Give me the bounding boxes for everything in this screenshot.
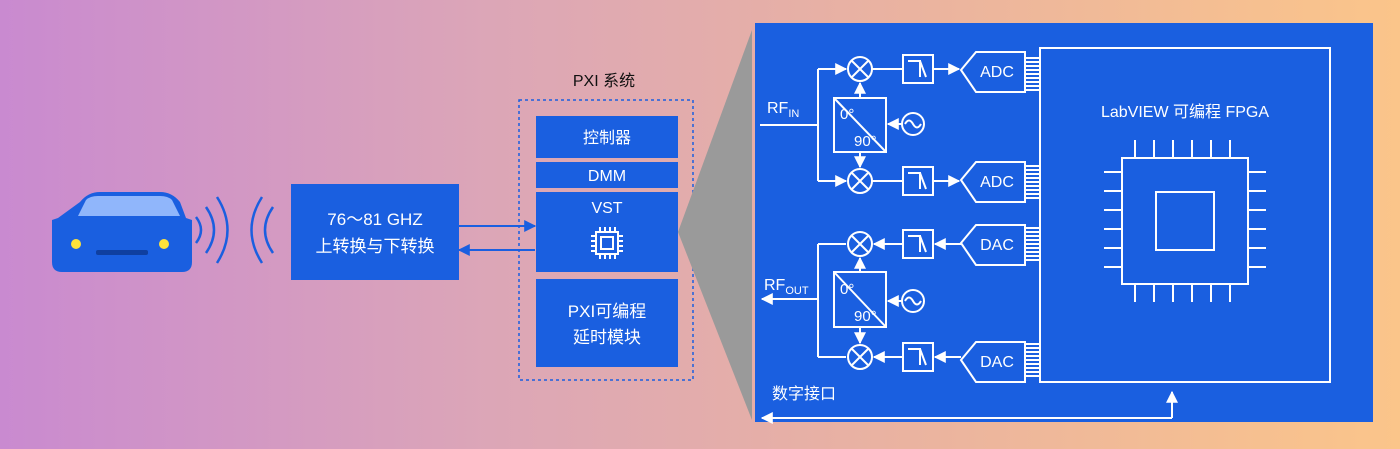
mixer-icon [847, 344, 873, 370]
pxi-controller-label: 控制器 [583, 129, 631, 147]
pxi-dmm [536, 162, 678, 188]
dac-top-label: DAC [980, 237, 1014, 254]
radio-waves-icon [194, 196, 275, 264]
vst-detail-panel [755, 23, 1373, 422]
adc-top: ADC [959, 51, 1026, 93]
pxi-delay-line2: 延时模块 [573, 328, 641, 347]
converter-line2: 上转换与下转换 [316, 237, 435, 256]
mixer-icon [847, 231, 873, 257]
oscillator-icon [901, 112, 925, 136]
converter-line1: 76～81 GHZ [327, 210, 422, 229]
pxi-controller [536, 116, 678, 158]
dac-top: DAC [959, 224, 1026, 266]
signal-lines [760, 63, 1178, 424]
car-icon [52, 192, 192, 272]
fpga-box [1039, 47, 1331, 383]
pxi-dmm-label: DMM [588, 168, 626, 185]
dac-bottom-label: DAC [980, 354, 1014, 371]
adc-top-label: ADC [980, 64, 1014, 81]
pxi-delay-line1: PXI可编程 [568, 302, 646, 321]
adc-bottom: ADC [959, 161, 1026, 203]
phase-0-top: 0° [840, 106, 854, 123]
phase-90-bottom: 90° [854, 308, 877, 325]
phase-0-bottom: 0° [840, 281, 854, 298]
rf-out-label: RFOUT [764, 277, 809, 297]
fpga-title: LabVIEW 可编程 FPGA [1101, 103, 1269, 121]
phase-splitter-icon: 0° 90° [833, 271, 887, 328]
oscillator-icon [901, 289, 925, 313]
rf-in-label: RFIN [767, 100, 799, 120]
phase-splitter-icon: 0° 90° [833, 97, 887, 153]
dac-bottom: DAC [959, 341, 1026, 383]
zoom-cone [678, 30, 752, 420]
fpga-io-ticks [1025, 57, 1040, 377]
pxi-delay-module [536, 279, 678, 367]
fpga-chip-icon [1104, 140, 1266, 302]
digital-interface-label: 数字接口 [772, 385, 836, 403]
phase-90-top: 90° [854, 133, 877, 150]
pxi-system-title: PXI 系统 [573, 72, 635, 90]
chip-icon [591, 227, 623, 259]
converter-box [291, 184, 459, 280]
adc-bottom-label: ADC [980, 174, 1014, 191]
pxi-vst-label: VST [591, 200, 622, 217]
